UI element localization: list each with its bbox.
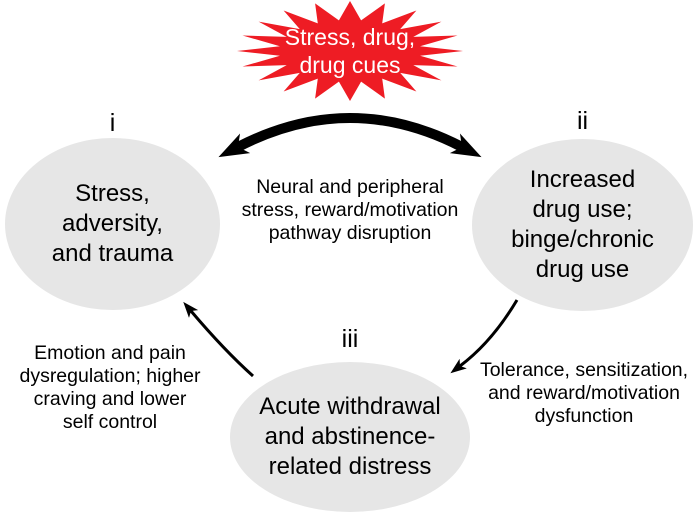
node-acute-withdrawal: Acute withdrawal and abstinence- related… xyxy=(230,362,470,512)
stress-drug-cues-starburst: Stress, drug, drug cues xyxy=(235,0,465,105)
node-iii-label: Acute withdrawal and abstinence- related… xyxy=(259,393,441,480)
node-stress-adversity-trauma: Stress, adversity, and trauma xyxy=(5,138,220,310)
starburst-shape-icon xyxy=(237,1,463,101)
edge-label-tolerance: Tolerance, sensitization, and reward/mot… xyxy=(479,359,689,427)
node-ii-label: Increased drug use; binge/chronic drug u… xyxy=(511,166,654,283)
numeral-iii: iii xyxy=(341,325,359,353)
numeral-ii: ii xyxy=(576,107,589,135)
node-i-label: Stress, adversity, and trauma xyxy=(51,180,174,267)
edge-label-emotion-dysregulation: Emotion and pain dysregulation; higher c… xyxy=(19,342,201,433)
starburst-label: Stress, drug, drug cues xyxy=(284,24,416,78)
numeral-i: i xyxy=(109,109,116,137)
node-increased-drug-use: Increased drug use; binge/chronic drug u… xyxy=(472,139,693,311)
double-arrow-i-ii xyxy=(218,113,482,158)
edge-label-neural-peripheral: Neural and peripheral stress, reward/mot… xyxy=(241,176,459,244)
